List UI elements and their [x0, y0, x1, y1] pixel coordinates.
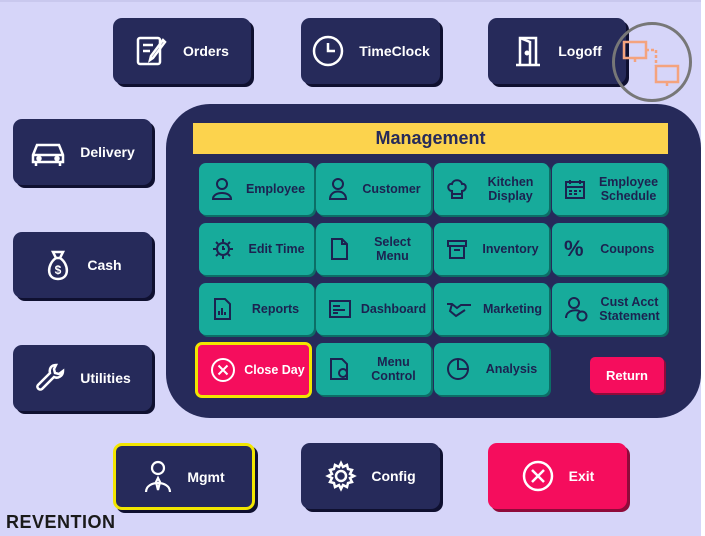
reports-tile[interactable]: Reports — [199, 283, 314, 335]
delivery-button[interactable]: Delivery — [13, 119, 152, 185]
account-icon — [565, 297, 588, 322]
document-icon — [331, 238, 348, 260]
dashboard-label: Dashboard — [360, 302, 427, 316]
orders-label: Orders — [183, 43, 229, 59]
edit-time-label: Edit Time — [248, 242, 305, 256]
customer-tile[interactable]: Customer — [316, 163, 431, 215]
gear-icon — [325, 460, 358, 492]
pencil-note-icon — [136, 36, 167, 66]
menu-control-tile[interactable]: Menu Control — [316, 343, 431, 395]
svg-text:$: $ — [55, 263, 62, 277]
cust-acct-statement-tile[interactable]: Cust Acct Statement — [552, 283, 667, 335]
analysis-label: Analysis — [485, 362, 538, 376]
config-button[interactable]: Config — [301, 443, 440, 509]
kitchen-display-tile[interactable]: Kitchen Display — [434, 163, 549, 215]
select-menu-tile[interactable]: Select Menu — [316, 223, 431, 275]
utilities-button[interactable]: Utilities — [13, 345, 152, 411]
percent-icon: % — [564, 236, 584, 261]
utilities-label: Utilities — [80, 370, 131, 386]
network-status-indicator[interactable] — [612, 22, 692, 102]
edit-time-tile[interactable]: Edit Time — [199, 223, 314, 275]
clock-icon — [312, 35, 344, 67]
analysis-tile[interactable]: Analysis — [434, 343, 549, 395]
exit-label: Exit — [568, 468, 595, 484]
door-icon — [516, 36, 541, 67]
timeclock-label: TimeClock — [359, 43, 430, 59]
revention-logo: REVENTION — [6, 512, 116, 532]
coupons-label: Coupons — [600, 242, 655, 256]
box-icon — [447, 240, 467, 259]
mgmt-button[interactable]: Mgmt — [113, 443, 255, 510]
cash-button[interactable]: $ Cash — [13, 232, 152, 298]
customer-label: Customer — [362, 182, 421, 196]
inventory-label: Inventory — [482, 242, 539, 256]
kitchen-display-label: Kitchen Display — [487, 175, 534, 203]
marketing-tile[interactable]: Marketing — [434, 283, 549, 335]
inventory-tile[interactable]: Inventory — [434, 223, 549, 275]
delivery-label: Delivery — [80, 144, 135, 160]
wrench-icon — [36, 363, 65, 391]
select-menu-label: Select Menu — [374, 235, 411, 263]
logoff-label: Logoff — [558, 43, 602, 59]
pie-chart-icon — [447, 358, 469, 380]
top-edge — [0, 0, 705, 2]
employee-label: Employee — [245, 182, 306, 196]
menu-control-label: Menu Control — [371, 355, 416, 383]
dashboard-tile[interactable]: Dashboard — [316, 283, 431, 335]
employee-tile[interactable]: Employee — [199, 163, 314, 215]
exit-button[interactable]: Exit — [488, 443, 627, 509]
return-button[interactable]: Return — [590, 357, 664, 393]
dashboard-icon — [329, 300, 351, 318]
person-icon — [211, 178, 233, 200]
close-circle-icon — [522, 460, 553, 492]
close-day-tile[interactable]: Close Day — [195, 342, 312, 398]
chef-hat-icon — [447, 179, 467, 199]
close-circle-icon — [211, 358, 235, 382]
reports-label: Reports — [251, 302, 300, 316]
money-bag-icon: $ — [48, 250, 69, 281]
menu-control-icon — [330, 358, 348, 380]
employee-schedule-label: Employee Schedule — [598, 175, 659, 203]
mgmt-label: Mgmt — [187, 468, 225, 485]
car-icon — [32, 143, 65, 166]
orders-button[interactable]: Orders — [113, 18, 251, 84]
right-edge — [701, 0, 705, 536]
cash-label: Cash — [87, 257, 122, 273]
logoff-button[interactable]: Logoff — [488, 18, 626, 84]
management-title: Management — [193, 123, 668, 154]
marketing-label: Marketing — [482, 302, 543, 316]
gear-clock-icon — [213, 239, 233, 259]
cust-acct-statement-label: Cust Acct Statement — [599, 295, 660, 323]
handshake-icon — [447, 303, 471, 318]
customer-icon — [328, 178, 348, 200]
network-computers-icon — [622, 40, 680, 86]
timeclock-button[interactable]: TimeClock — [301, 18, 440, 84]
calendar-icon — [565, 180, 585, 199]
close-day-label: Close Day — [244, 363, 305, 377]
coupons-tile[interactable]: % Coupons — [552, 223, 667, 275]
report-icon — [214, 298, 231, 320]
manager-icon — [145, 460, 172, 492]
config-label: Config — [371, 468, 416, 484]
employee-schedule-tile[interactable]: Employee Schedule — [552, 163, 667, 215]
